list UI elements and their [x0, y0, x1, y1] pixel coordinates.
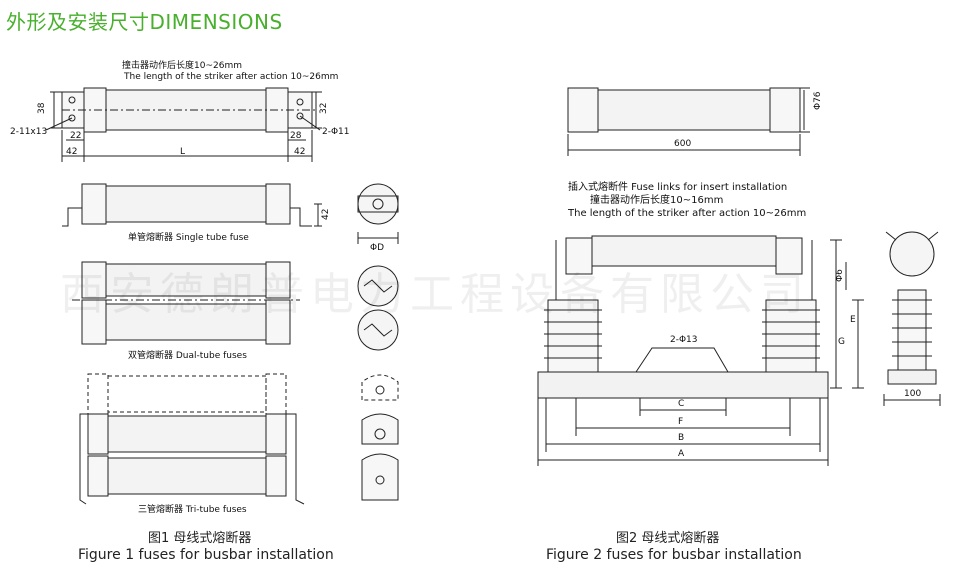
fig1-caption-cn: 图1 母线式熔断器 [148, 531, 252, 546]
fig2-dim-F: F [678, 417, 683, 427]
fig1-dim-38: 38 [37, 102, 47, 114]
fig2-striker-en: The length of the striker after action 1… [567, 208, 806, 219]
fig1-end-view-tri [361, 374, 399, 501]
fig2-dim-E: E [850, 315, 856, 325]
fig1-striker-cn: 撞击器动作后长度10~26mm [122, 59, 242, 71]
fig2-dim-2phi13: 2-Φ13 [670, 335, 698, 345]
fig2-caption-cn: 图2 母线式熔断器 [616, 531, 720, 546]
fig1-dim-32: 32 [319, 103, 329, 114]
fig1-dim-28: 28 [290, 131, 302, 141]
fig1-dim-42-right: 42 [294, 147, 305, 157]
fig2-dim-600: 600 [674, 139, 691, 149]
fig1-top-fuse [45, 87, 322, 162]
fig2-dim-G: G [838, 337, 845, 347]
fig1-end-view-dual [357, 265, 399, 351]
fig1-dim-42-side: 42 [321, 209, 331, 220]
fig1-single-tube [62, 183, 322, 227]
fig2-caption-en: Figure 2 fuses for busbar installation [546, 547, 802, 563]
fig1-dim-22: 22 [70, 131, 81, 141]
fig1-dual-tube [72, 261, 300, 345]
fig2-dim-100: 100 [904, 389, 921, 399]
fig1-dual-label: 双管熔断器 Dual-tube fuses [128, 349, 247, 361]
fig2-top-fuse [567, 87, 810, 156]
fig2-side-view [883, 231, 941, 406]
fig1-caption-en: Figure 1 fuses for busbar installation [78, 547, 334, 563]
fig1-dim-L: L [180, 147, 185, 157]
fig2-dim-B: B [678, 433, 684, 443]
fig2-striker-cn: 撞击器动作后长度10~16mm [590, 193, 723, 206]
page-title: 外形及安装尺寸DIMENSIONS [6, 10, 283, 34]
fig1-dim-2x11x13: 2-11x13 [10, 127, 47, 137]
fig2-dim-A: A [678, 449, 685, 459]
fig1-dim-phiD: ΦD [370, 243, 384, 253]
fig2-dim-phi76: Φ76 [813, 91, 823, 110]
fig2-assembly [537, 235, 864, 466]
fig2-insert-label: 插入式熔断件 Fuse links for insert installatio… [568, 180, 787, 193]
watermark: 西安德朗普电力工程设备有限公司 [60, 269, 810, 320]
fig1-tri-label: 三管熔断器 Tri-tube fuses [138, 503, 247, 515]
fig2-dim-C: C [678, 399, 684, 409]
fig1-single-label: 单管熔断器 Single tube fuse [128, 231, 249, 243]
fig2-dim-phi6: Φ6 [835, 269, 845, 282]
fig1-striker-en: The length of the striker after action 1… [123, 72, 338, 82]
fig1-dim-2phi11: 2-Φ11 [322, 127, 350, 137]
fig1-end-view-single [357, 183, 399, 244]
fig1-dim-42-left: 42 [66, 147, 77, 157]
fig1-tri-tube [79, 373, 305, 505]
